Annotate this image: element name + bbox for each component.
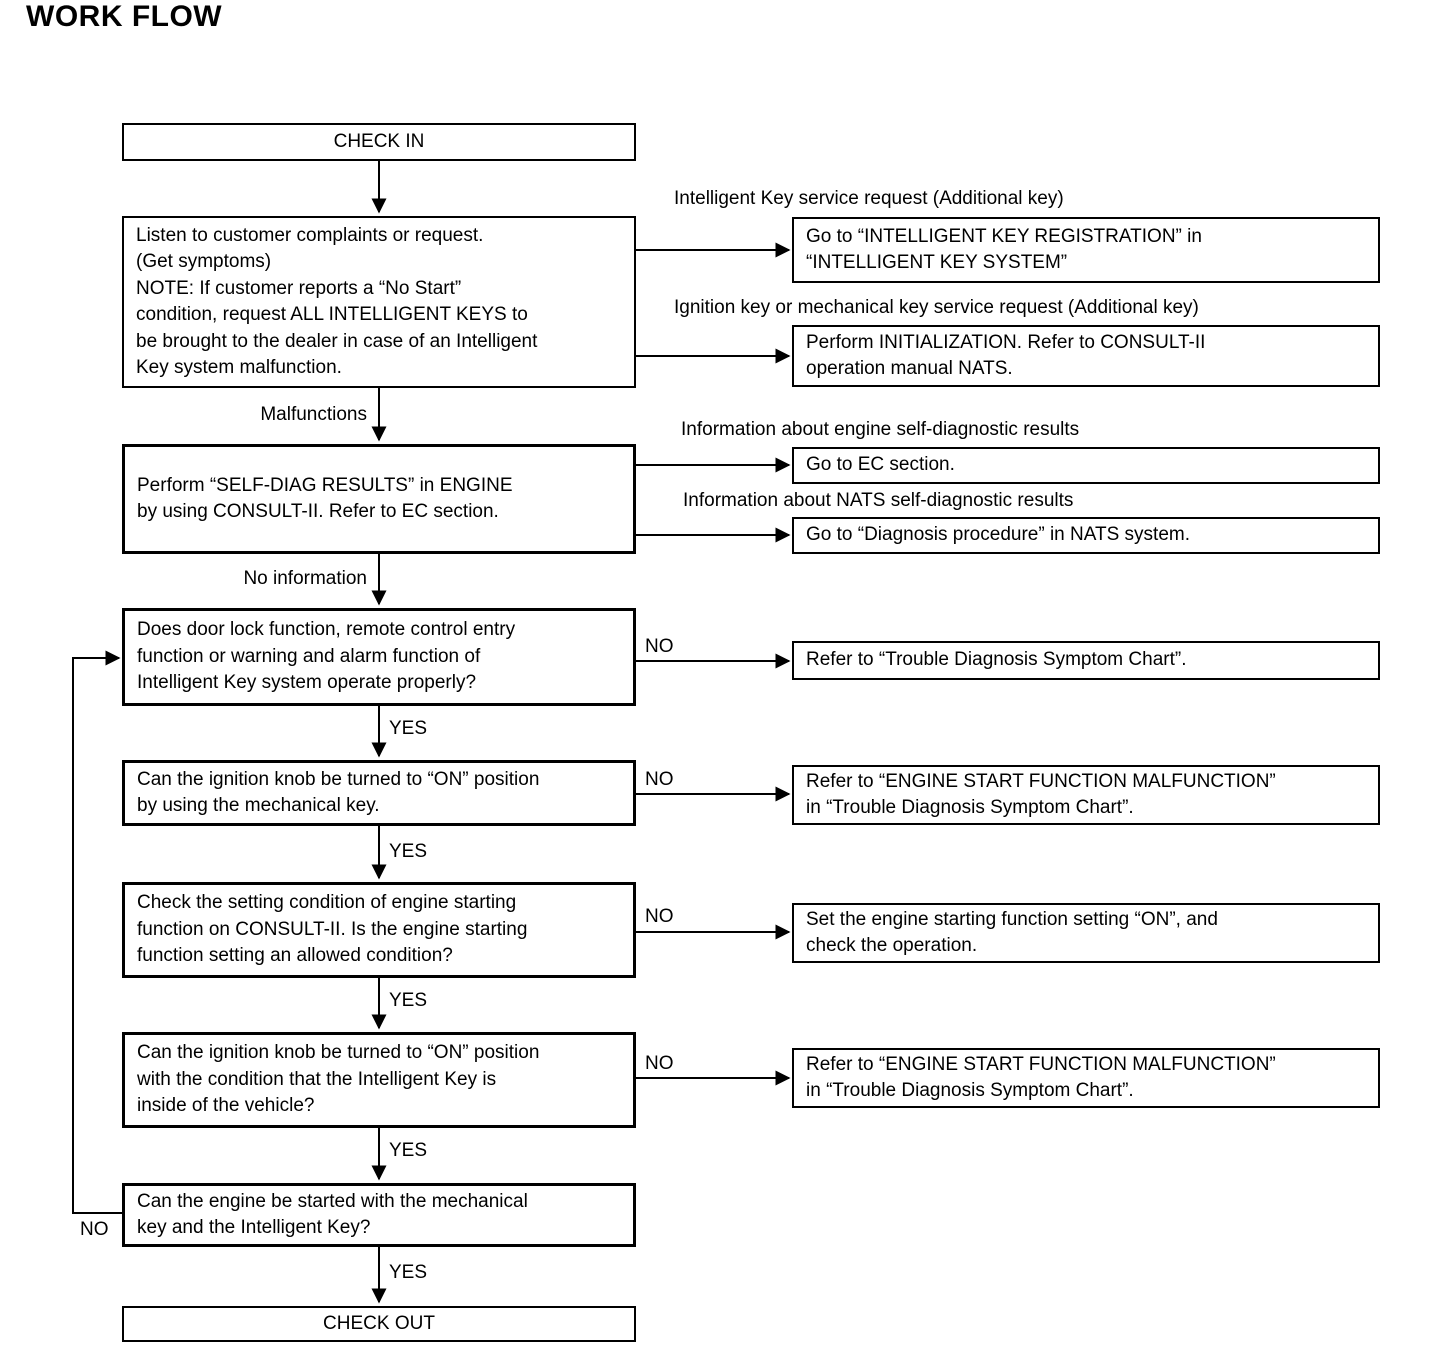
label-no-1: NO — [645, 636, 674, 657]
node-symptom-chart: Refer to “Trouble Diagnosis Symptom Char… — [792, 641, 1380, 680]
label-nats-self-diagnostic: Information about NATS self-diagnostic r… — [683, 490, 1074, 511]
label-malfunctions: Malfunctions — [260, 404, 367, 425]
label-yes-2: YES — [389, 841, 428, 862]
page-title: WORK FLOW — [26, 0, 223, 33]
node-initialization: Perform INITIALIZATION. Refer to CONSULT… — [792, 325, 1380, 387]
node-check-in: CHECK IN — [122, 123, 636, 161]
label-intelligent-key-service: Intelligent Key service request (Additio… — [674, 188, 1064, 209]
no-feedback-loop — [72, 650, 122, 1214]
label-yes-1: YES — [389, 718, 428, 739]
node-check-out: CHECK OUT — [122, 1306, 636, 1342]
node-ignition-intelligent-question: Can the ignition knob be turned to “ON” … — [122, 1032, 636, 1128]
label-no-3: NO — [645, 906, 674, 927]
label-yes-4: YES — [389, 1140, 428, 1161]
node-ec-section: Go to EC section. — [792, 447, 1380, 484]
node-listen-complaints: Listen to customer complaints or request… — [122, 216, 636, 388]
label-no-2: NO — [645, 769, 674, 790]
node-engine-start-question: Can the engine be started with the mecha… — [122, 1183, 636, 1247]
node-key-registration: Go to “INTELLIGENT KEY REGISTRATION” in … — [792, 217, 1380, 283]
node-engine-start-malfunction-2: Refer to “ENGINE START FUNCTION MALFUNCT… — [792, 1048, 1380, 1108]
label-yes-5: YES — [389, 1262, 428, 1283]
node-self-diag-results: Perform “SELF-DIAG RESULTS” in ENGINE by… — [122, 444, 636, 554]
branch-arrows — [636, 242, 791, 1086]
label-no-4: NO — [645, 1053, 674, 1074]
node-set-function-on: Set the engine starting function setting… — [792, 903, 1380, 963]
label-no-loop: NO — [80, 1219, 109, 1240]
label-yes-3: YES — [389, 990, 428, 1011]
label-ignition-key-service: Ignition key or mechanical key service r… — [674, 297, 1199, 318]
node-engine-start-malfunction-1: Refer to “ENGINE START FUNCTION MALFUNCT… — [792, 765, 1380, 825]
node-door-lock-question: Does door lock function, remote control … — [122, 608, 636, 706]
node-ignition-mechanical-question: Can the ignition knob be turned to “ON” … — [122, 760, 636, 826]
node-nats-diagnosis: Go to “Diagnosis procedure” in NATS syst… — [792, 517, 1380, 554]
label-no-information: No information — [243, 568, 367, 589]
node-engine-start-setting-question: Check the setting condition of engine st… — [122, 882, 636, 978]
label-engine-self-diagnostic: Information about engine self-diagnostic… — [681, 419, 1080, 440]
